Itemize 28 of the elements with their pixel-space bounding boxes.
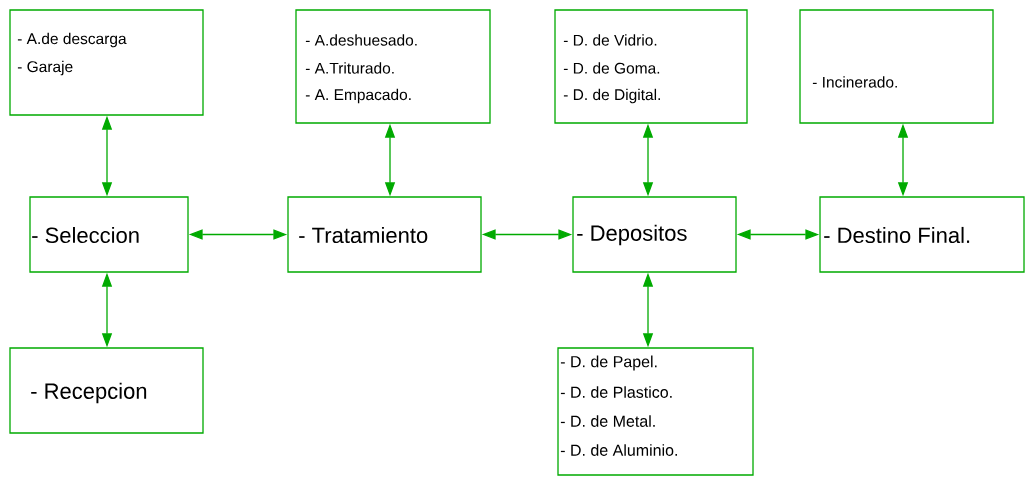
list-item: - Destino Final. [824,226,970,244]
list-item: - D. de Goma. [563,62,660,74]
list-item: - Incinerado. [812,76,897,88]
list-item: - Depositos [577,224,687,246]
list-item: - A. Empacado. [305,88,411,104]
list-item: - Tratamiento [299,226,428,244]
process-box [295,9,491,124]
process-box [287,196,482,273]
list-item: - Recepcion [31,382,147,404]
list-item: - Garaje [17,60,73,76]
list-item: - D. de Plastico. [560,386,672,398]
list-item: - D. de Papel. [560,355,657,371]
list-item: - A.Triturado. [305,62,394,74]
process-box [819,196,1025,273]
list-item: - A.deshuesado. [305,34,417,46]
list-item: - D. de Vidrio. [563,34,657,46]
process-box [29,196,189,273]
process-box [554,9,748,124]
list-item: - D. de Aluminio. [560,444,677,456]
process-box [557,347,754,476]
process-box [9,9,204,116]
list-item: - Seleccion [32,226,139,244]
process-box [572,196,737,273]
list-item: - D. de Digital. [563,88,660,104]
list-item: - A.de descarga [17,32,127,48]
process-box [9,347,204,434]
list-item: - D. de Metal. [560,415,655,427]
process-box [799,9,994,124]
